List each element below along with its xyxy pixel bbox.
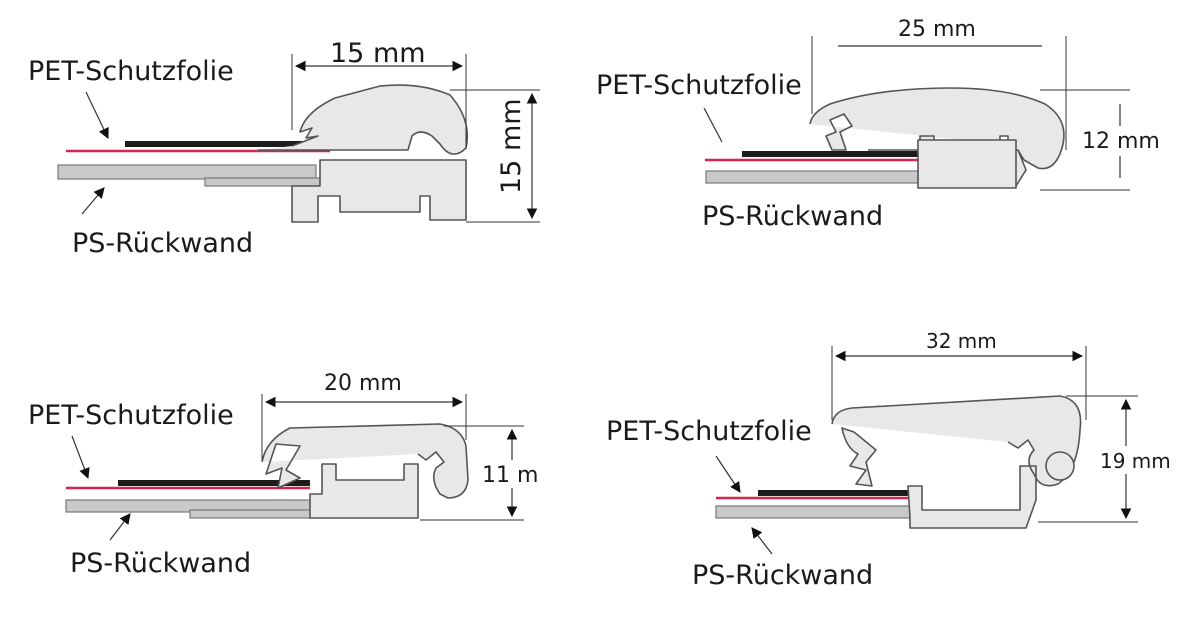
profile-diagram-3: PET-Schutzfolie PS-Rückwand 20 mm 11 m bbox=[28, 371, 538, 579]
ps-backboard-lower-3 bbox=[189, 509, 317, 519]
height-label-4: 19 mm bbox=[1100, 449, 1171, 473]
width-label-2: 25 mm bbox=[898, 17, 976, 42]
profile-diagram-1: PET-Schutzfolie PS-Rückwand 15 mm 15 mm bbox=[28, 38, 540, 259]
ps-pointer-4 bbox=[751, 527, 773, 555]
profile-diagram-4: PET-Schutzfolie PS-Rückwand 32 mm 19 mm bbox=[606, 329, 1171, 591]
poster-sheet-4 bbox=[758, 490, 910, 496]
pet-label-2: PET-Schutzfolie bbox=[596, 70, 802, 101]
ps-backboard-1 bbox=[57, 164, 317, 180]
frame-profile-3 bbox=[261, 423, 469, 519]
poster-sheet-1 bbox=[125, 141, 409, 147]
pet-pointer-1 bbox=[85, 91, 109, 139]
ps-label-2: PS-Rückwand bbox=[702, 201, 883, 232]
height-label-1: 15 mm bbox=[496, 98, 527, 194]
ps-backboard-2 bbox=[705, 170, 919, 184]
poster-sheet-2 bbox=[742, 151, 918, 157]
pet-pointer-3 bbox=[71, 435, 90, 480]
ps-backboard-4 bbox=[715, 505, 911, 519]
ps-pointer-1 bbox=[81, 187, 105, 215]
pet-label-3: PET-Schutzfolie bbox=[28, 400, 234, 431]
ps-label-4: PS-Rückwand bbox=[692, 560, 873, 591]
poster-sheet-3 bbox=[118, 480, 310, 486]
ps-pointer-3 bbox=[109, 513, 131, 541]
width-label-4: 32 mm bbox=[926, 329, 997, 353]
pet-label-4: PET-Schutzfolie bbox=[606, 416, 812, 447]
pet-pointer-2 bbox=[703, 107, 723, 143]
ps-label-1: PS-Rückwand bbox=[72, 228, 253, 259]
height-label-2: 12 mm bbox=[1082, 129, 1160, 154]
frame-profile-2-base bbox=[917, 139, 1017, 189]
frame-profile-4-hinge bbox=[1045, 451, 1075, 481]
width-label-1: 15 mm bbox=[330, 38, 426, 69]
height-label-3: 11 m bbox=[482, 463, 538, 488]
pet-pointer-4 bbox=[715, 455, 741, 493]
width-label-3: 20 mm bbox=[324, 371, 402, 396]
ps-label-3: PS-Rückwand bbox=[70, 548, 251, 579]
pet-label-1: PET-Schutzfolie bbox=[28, 56, 234, 87]
ps-backboard-lower-1 bbox=[204, 177, 321, 187]
frame-profile-1 bbox=[258, 84, 469, 223]
profile-diagram-2: PET-Schutzfolie PS-Rückwand 25 mm 12 mm bbox=[596, 17, 1160, 232]
